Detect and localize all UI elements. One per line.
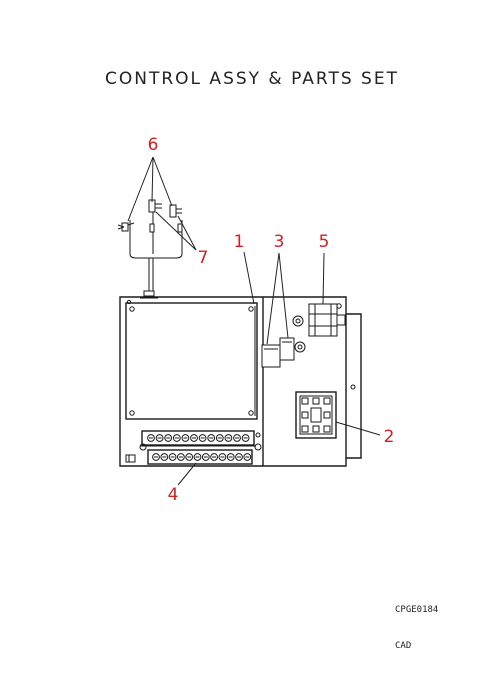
terminal-screw: [168, 453, 177, 461]
terminal-screw: [164, 434, 173, 442]
diagram-title: CONTROL ASSY & PARTS SET: [105, 69, 399, 89]
callout-7: 7: [155, 211, 209, 268]
callout-5-label: 5: [319, 232, 330, 252]
terminal-screw: [152, 453, 160, 461]
terminal-screw: [218, 453, 227, 461]
callout-6-label: 6: [148, 135, 159, 155]
relay-component: [261, 337, 306, 368]
callout-1-label: 1: [234, 232, 245, 252]
terminal-screw: [181, 434, 190, 442]
transformer-component: [292, 303, 346, 337]
terminal-screw: [147, 434, 155, 442]
callout-4-label: 4: [168, 485, 179, 505]
terminal-screw: [155, 434, 164, 442]
callout-5: 5: [319, 232, 330, 305]
callout-7-label: 7: [198, 248, 209, 268]
terminal-screw: [210, 453, 219, 461]
cad-label: CAD: [395, 641, 411, 651]
terminal-screw: [193, 453, 202, 461]
terminal-screw: [226, 453, 235, 461]
terminal-socket-component: [295, 391, 337, 439]
control-box: [119, 296, 362, 467]
terminal-screw: [235, 453, 243, 461]
control-board: [125, 302, 258, 420]
terminal-screw: [177, 453, 185, 461]
sensor-assembly: [117, 199, 183, 299]
callout-6: 6: [127, 135, 173, 222]
callout-2: 2: [335, 421, 395, 447]
terminal-screw: [233, 434, 241, 442]
terminal-screw: [243, 453, 252, 461]
callout-3-label: 3: [274, 232, 285, 252]
terminal-screw: [160, 453, 169, 461]
terminal-screw: [241, 434, 250, 442]
terminal-screw: [190, 434, 198, 442]
terminal-screw: [207, 434, 216, 442]
terminal-screw: [198, 434, 207, 442]
callout-2-label: 2: [384, 427, 395, 447]
terminal-screw: [185, 453, 194, 461]
terminal-screw: [172, 434, 181, 442]
terminal-strip-component: [125, 430, 262, 465]
terminal-screw: [215, 434, 224, 442]
callout-3: 3: [266, 232, 289, 345]
callout-1: 1: [234, 232, 255, 305]
callout-4: 4: [168, 462, 197, 505]
terminal-screw: [224, 434, 233, 442]
drawing-code: CPGE0184: [395, 605, 438, 615]
terminal-screw: [201, 453, 210, 461]
